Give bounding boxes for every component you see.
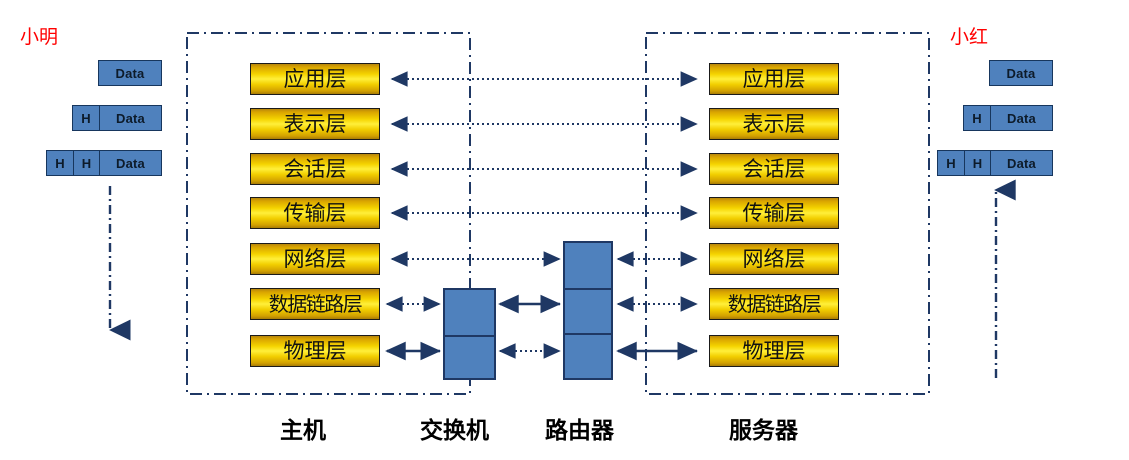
layer-label: 应用层	[742, 66, 806, 91]
layer-label: 传输层	[742, 200, 806, 225]
layer-label: 网络层	[742, 246, 806, 271]
server-layer-presentation[interactable]: 表示层	[709, 108, 839, 140]
server-layer-network[interactable]: 网络层	[709, 243, 839, 275]
person-label-left: 小明	[20, 26, 59, 48]
caption-host: 主机	[280, 418, 326, 444]
switch-segment-physical	[445, 335, 494, 380]
host-layer-datalink[interactable]: 数据链路层	[250, 288, 380, 320]
person-label-right: 小红	[950, 26, 989, 48]
router-segment-physical	[565, 333, 611, 378]
switch-device[interactable]	[443, 288, 496, 380]
caption-server: 服务器	[729, 418, 798, 444]
caption-switch: 交换机	[420, 418, 489, 444]
packet-data-cell: Data	[990, 106, 1052, 130]
layer-label: 传输层	[283, 200, 347, 225]
packet-left-2: H Data	[72, 105, 162, 131]
host-layer-application[interactable]: 应用层	[250, 63, 380, 95]
packet-header-cell: H	[972, 110, 982, 126]
packet-data-cell: Data	[1006, 65, 1036, 81]
host-layer-physical[interactable]: 物理层	[250, 335, 380, 367]
host-layer-network[interactable]: 网络层	[250, 243, 380, 275]
server-layer-session[interactable]: 会话层	[709, 153, 839, 185]
router-device[interactable]	[563, 241, 613, 380]
server-layer-transport[interactable]: 传输层	[709, 197, 839, 229]
packet-header-cell: H	[946, 155, 956, 171]
router-segment-datalink	[565, 288, 611, 333]
packet-right-1: Data	[989, 60, 1053, 86]
packet-data-cell: Data	[99, 151, 161, 175]
packet-data-cell: Data	[115, 65, 145, 81]
packet-left-1: Data	[98, 60, 162, 86]
host-layer-presentation[interactable]: 表示层	[250, 108, 380, 140]
packet-data-cell: Data	[990, 151, 1052, 175]
layer-label: 应用层	[283, 66, 347, 91]
packet-header-cell: H	[55, 155, 65, 171]
server-layer-datalink[interactable]: 数据链路层	[709, 288, 839, 320]
switch-segment-datalink	[445, 290, 494, 335]
layer-label: 会话层	[742, 156, 806, 181]
host-layer-session[interactable]: 会话层	[250, 153, 380, 185]
layer-label: 会话层	[283, 156, 347, 181]
layer-label: 表示层	[283, 111, 347, 136]
packet-left-3: H H Data	[46, 150, 162, 176]
packet-header-cell: H	[964, 151, 990, 175]
server-layer-physical[interactable]: 物理层	[709, 335, 839, 367]
layer-label: 网络层	[283, 246, 347, 271]
layer-label: 数据链路层	[268, 291, 363, 316]
router-segment-network	[565, 243, 611, 288]
caption-router: 路由器	[545, 418, 614, 444]
server-layer-application[interactable]: 应用层	[709, 63, 839, 95]
layer-label: 数据链路层	[727, 291, 822, 316]
layer-label: 表示层	[742, 111, 806, 136]
packet-header-cell: H	[81, 110, 91, 126]
packet-right-2: H Data	[963, 105, 1053, 131]
layer-label: 物理层	[283, 338, 347, 363]
packet-right-3: H H Data	[937, 150, 1053, 176]
packet-data-cell: Data	[99, 106, 161, 130]
layer-label: 物理层	[742, 338, 806, 363]
host-layer-transport[interactable]: 传输层	[250, 197, 380, 229]
packet-header-cell: H	[73, 151, 99, 175]
